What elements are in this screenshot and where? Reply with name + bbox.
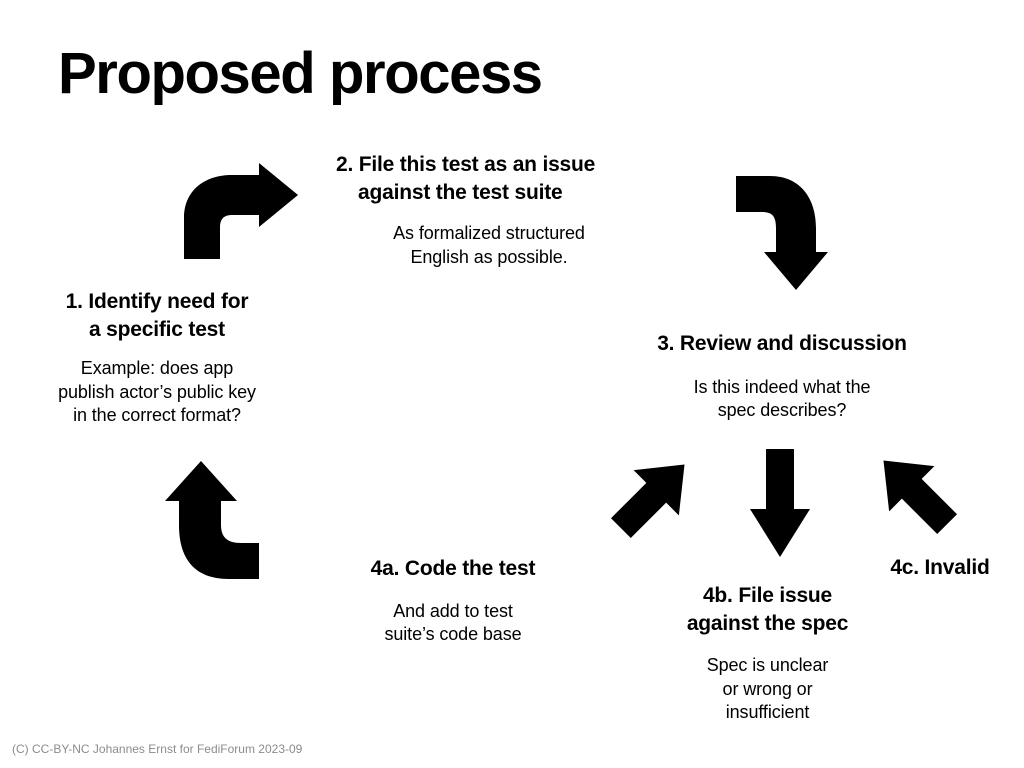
step-2-heading: 2. File this test as an issue against th… [324,151,654,206]
step-1-body-line-1: Example: does app [80,358,234,379]
step-3-body-line-2: spec describes? [717,400,847,421]
step-1-body-line-3: in the correct format? [73,405,241,426]
page-title: Proposed process [58,41,543,106]
step-4b-block: 4b. File issue against the spec Spec is … [655,582,880,725]
step-2-block: 2. File this test as an issue against th… [324,151,654,269]
step-1-body: Example: does app publish actor’s public… [12,357,302,427]
arrow-down-icon [748,447,812,559]
step-4b-body-line-1: Spec is unclear [706,655,829,676]
arrow-down-left-icon [602,447,702,547]
arrow-down-right-icon [866,438,966,548]
step-2-heading-line-1: 2. File this test as an issue [336,153,596,176]
step-3-body: Is this indeed what the spec describes? [622,376,942,423]
step-4b-heading-line-2: against the spec [686,611,849,635]
step-1-heading: 1. Identify need for a specific test [12,288,302,343]
step-3-body-line-1: Is this indeed what the [693,376,871,397]
curved-arrow-right-up-icon [180,163,300,263]
step-4b-body: Spec is unclear or wrong or insufficient [655,654,880,724]
step-1-heading-line-2: a specific test [89,317,225,341]
step-4c-block: 4c. Invalid [860,554,1020,582]
step-3-block: 3. Review and discussion Is this indeed … [622,330,942,423]
step-4a-body-line-1: And add to test [393,600,513,621]
step-4b-heading-line-1: 4b. File issue [702,584,833,607]
step-4b-heading: 4b. File issue against the spec [655,582,880,637]
step-2-body: As formalized structured English as poss… [324,222,654,269]
curved-arrow-down-right-icon [732,172,832,292]
step-4b-body-line-3: insufficient [725,702,810,723]
curved-arrow-up-left-icon [163,459,263,583]
step-4a-body: And add to test suite’s code base [338,600,568,647]
copyright-footer: (C) CC-BY-NC Johannes Ernst for FediForu… [12,742,303,756]
step-4c-heading: 4c. Invalid [890,556,990,579]
step-1-block: 1. Identify need for a specific test Exa… [12,288,302,428]
step-2-heading-line-2: against the test suite [358,180,563,204]
step-1-body-line-2: publish actor’s public key [58,381,256,402]
step-1-heading-line-1: 1. Identify need for [65,290,249,313]
step-4a-body-line-2: suite’s code base [384,624,522,645]
step-2-body-line-2: English as possible. [410,246,568,267]
step-2-body-line-1: As formalized structured [393,223,585,244]
step-4a-block: 4a. Code the test And add to test suite’… [338,555,568,647]
step-3-heading: 3. Review and discussion [657,332,907,355]
step-4a-heading: 4a. Code the test [370,557,536,580]
step-4b-body-line-2: or wrong or [722,678,813,699]
